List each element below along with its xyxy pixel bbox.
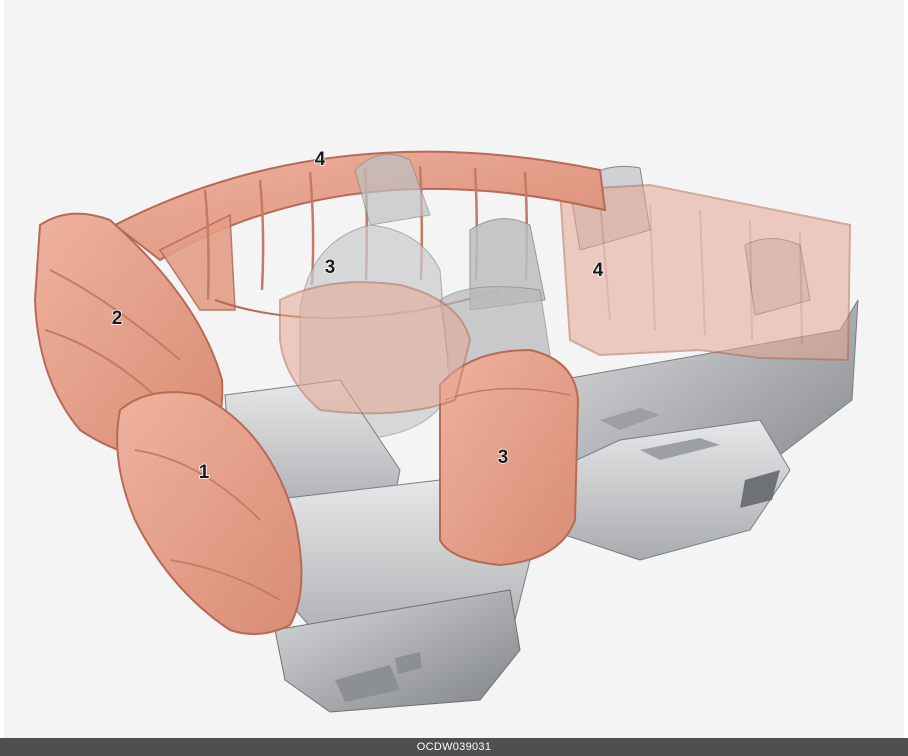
callout-4-right: 4 bbox=[593, 260, 604, 281]
side-airbag-left-shape bbox=[280, 282, 470, 413]
side-airbag-right-shape bbox=[440, 350, 578, 565]
callout-2: 2 bbox=[112, 308, 123, 329]
callout-3-right: 3 bbox=[498, 447, 509, 468]
callout-3-left: 3 bbox=[325, 257, 336, 278]
figure-code: OCDW039031 bbox=[417, 741, 492, 753]
callout-4-top: 4 bbox=[315, 149, 326, 170]
airbag-illustration: 1 2 3 3 4 4 bbox=[0, 0, 908, 738]
figure-code-bar: OCDW039031 bbox=[0, 738, 908, 756]
callout-1: 1 bbox=[199, 462, 210, 483]
